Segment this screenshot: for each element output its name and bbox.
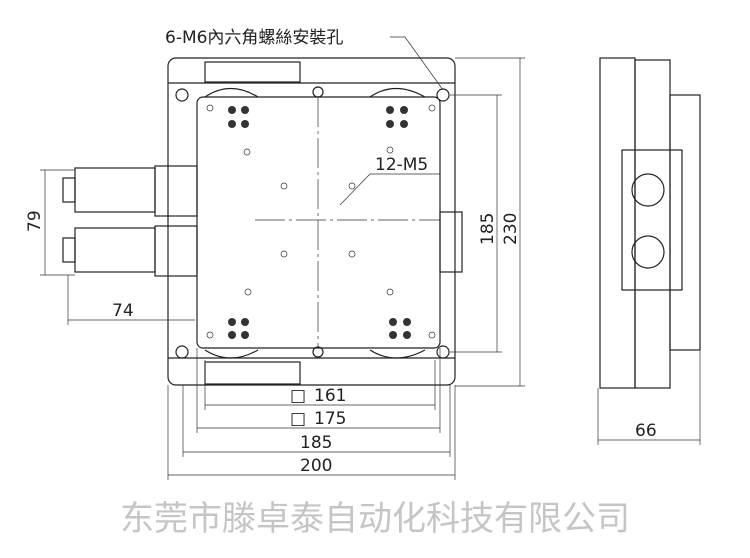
m5-leader: [339, 173, 440, 206]
m6-callout-label: 6-M6內六角螺絲安裝孔: [165, 28, 343, 48]
watermark: 东莞市滕卓泰自动化科技有限公司: [120, 499, 630, 539]
m5-holes: [206, 104, 436, 339]
m6-mount-holes: [175, 86, 450, 359]
dim-200: 200: [300, 456, 332, 476]
side-view: [599, 57, 701, 389]
dim-185-height: 185: [478, 213, 498, 245]
side-connector: [439, 211, 463, 273]
top-plate: [196, 96, 441, 349]
bearing-housings: [204, 87, 426, 359]
bottom-cable-block: [204, 361, 301, 385]
motors: [62, 165, 198, 277]
dim-175: 175: [314, 409, 346, 429]
dim-161: 161: [314, 386, 346, 406]
dim-74: 74: [112, 301, 134, 321]
dim-79: 79: [25, 210, 45, 232]
top-cable-block: [204, 61, 301, 83]
screw-clusters: [228, 106, 411, 339]
base-frame: [167, 57, 456, 386]
square-symbol-2: □: [290, 409, 306, 429]
dimension-lines: [40, 57, 701, 480]
m6-leader: [390, 36, 444, 91]
dim-185-width: 185: [300, 433, 332, 453]
dim-230: 230: [501, 213, 521, 245]
square-symbol: □: [290, 386, 306, 406]
dim-66: 66: [635, 421, 657, 441]
m5-callout-label: 12-M5: [375, 155, 428, 175]
